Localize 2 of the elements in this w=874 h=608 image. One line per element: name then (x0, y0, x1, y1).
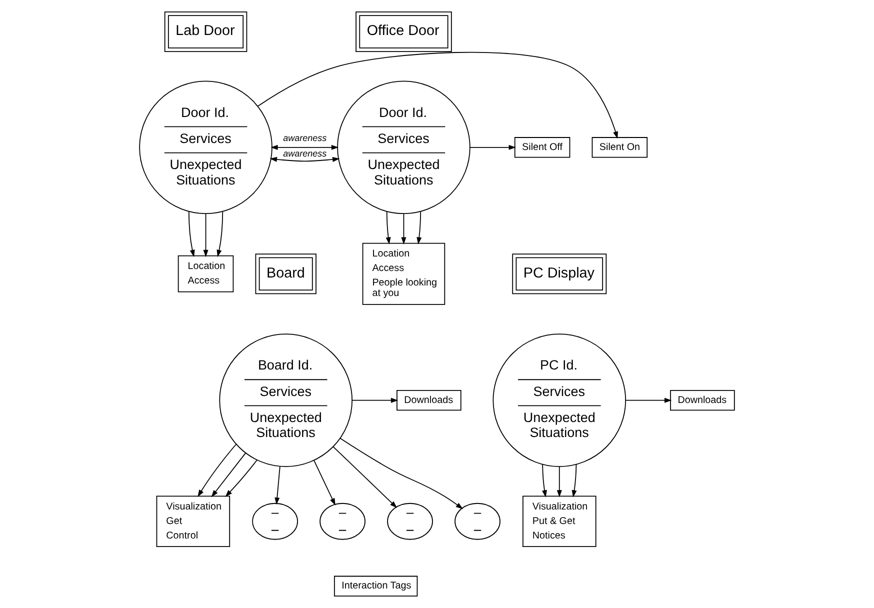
edge-label: awareness (283, 148, 327, 158)
edge-label: awareness (283, 133, 327, 144)
